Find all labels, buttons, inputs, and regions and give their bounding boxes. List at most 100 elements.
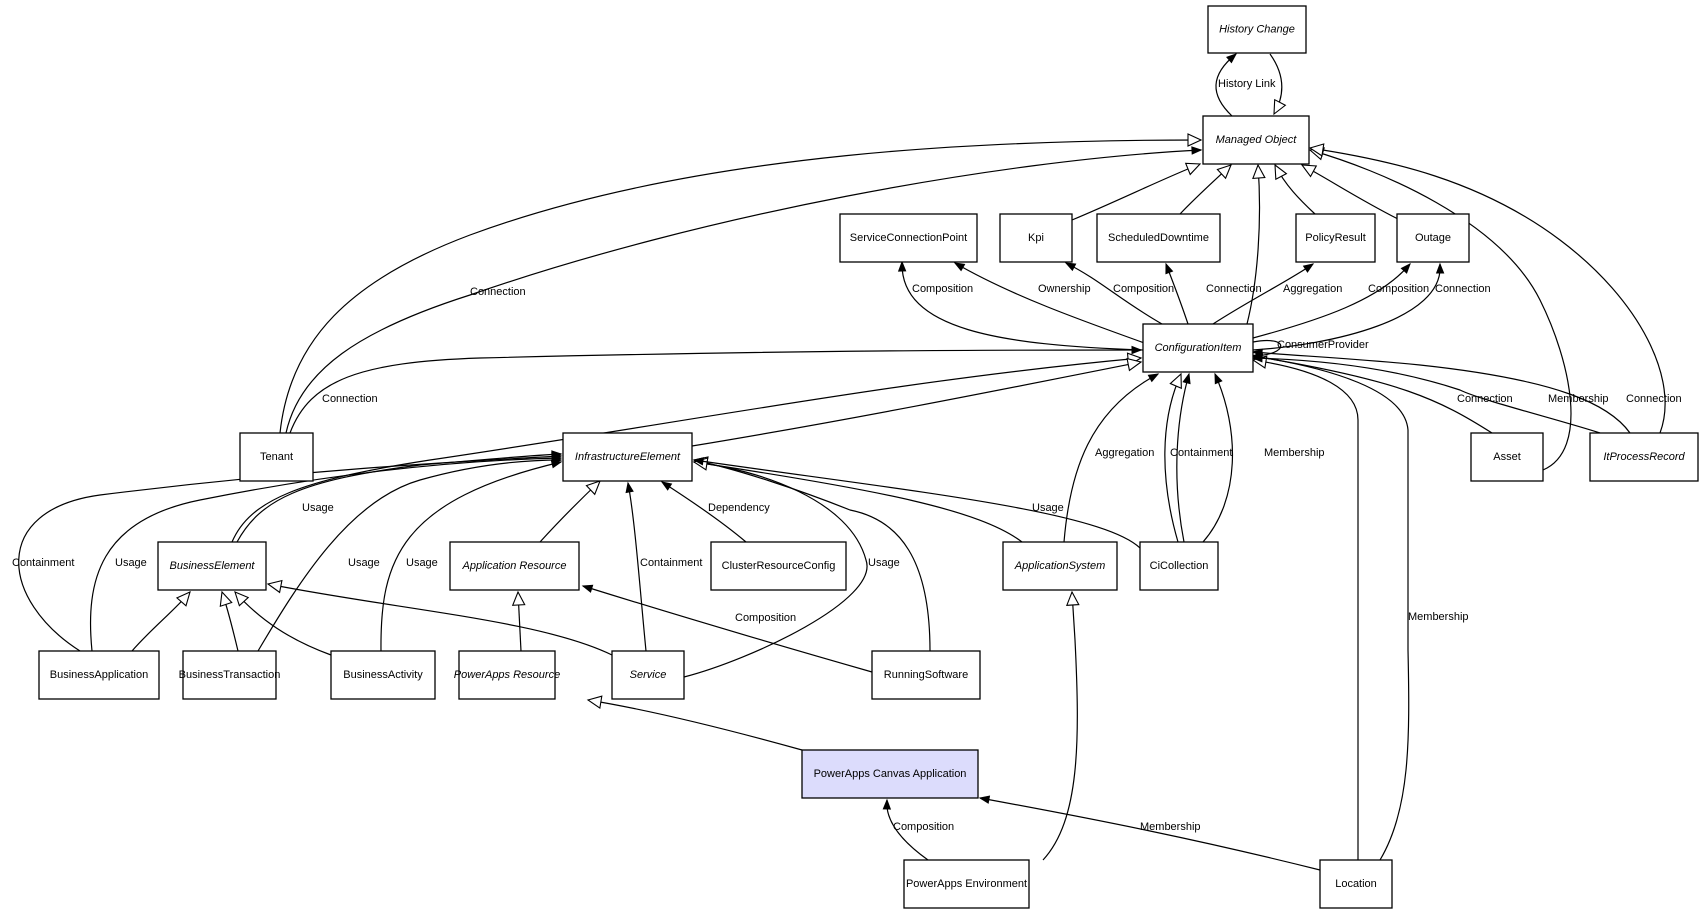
class-name: CiCollection (1150, 560, 1209, 572)
edge-label: Composition (1368, 283, 1429, 295)
edge-line (1301, 164, 1401, 221)
class-node-history[interactable]: History Change (1207, 5, 1307, 54)
generalization-arrowhead-icon (1169, 372, 1182, 390)
class-name: Location (1335, 878, 1377, 890)
edge-line (587, 699, 803, 751)
class-node-be[interactable]: BusinessElement (157, 541, 267, 591)
class-node-tenant[interactable]: Tenant (239, 432, 314, 482)
association-edge-appsys-ci (1063, 373, 1160, 543)
class-name: ItProcessRecord (1603, 451, 1685, 463)
generalization-arrowhead-icon (1216, 164, 1232, 180)
class-node-infra[interactable]: InfrastructureElement (562, 432, 693, 482)
association-arrowhead-icon (1165, 262, 1174, 275)
edge-line (1246, 164, 1261, 325)
association-edge-managed-history (1215, 53, 1238, 117)
class-node-cicoll[interactable]: CiCollection (1139, 541, 1219, 591)
generalization-edge-asset-managed (1308, 147, 1572, 471)
generalization-arrowhead-icon (1252, 163, 1266, 179)
generalization-edge-appres-infra (539, 480, 601, 543)
generalization-edge-ci-managed (1246, 163, 1266, 325)
class-box (38, 650, 160, 700)
edge-label: Containment (1170, 447, 1232, 459)
class-node-itpr[interactable]: ItProcessRecord (1589, 432, 1699, 482)
generalization-edge-sched-managed (1179, 164, 1232, 215)
class-node-scp[interactable]: ServiceConnectionPoint (839, 213, 978, 263)
association-arrowhead-icon (1251, 348, 1263, 358)
class-node-paenv[interactable]: PowerApps Environment (903, 859, 1030, 909)
class-node-bact[interactable]: BusinessActivity (330, 650, 436, 700)
generalization-arrowhead-icon (219, 590, 233, 608)
edge-label: Membership (1264, 447, 1325, 459)
association-arrowhead-icon (1251, 354, 1263, 363)
association-arrowhead-icon (660, 481, 673, 491)
class-node-btx[interactable]: BusinessTransaction (179, 650, 281, 700)
edge-line (582, 585, 873, 673)
class-node-bapp[interactable]: BusinessApplication (38, 650, 160, 700)
class-node-canvas[interactable]: PowerApps Canvas Application (801, 749, 979, 799)
edge-label: Composition (893, 821, 954, 833)
class-name: Tenant (260, 451, 293, 463)
class-node-sched[interactable]: ScheduledDowntime (1096, 213, 1221, 263)
class-box (1295, 213, 1376, 263)
generalization-edge-service-be (266, 579, 613, 656)
generalization-edge-policy-managed (1274, 163, 1316, 215)
edge-label: Connection (1457, 393, 1513, 405)
association-edge-ci-kpi (1064, 262, 1163, 325)
class-node-location[interactable]: Location (1319, 859, 1393, 909)
class-box (801, 749, 979, 799)
generalization-arrowhead-icon (175, 591, 191, 607)
generalization-arrowhead-icon (1187, 133, 1203, 147)
class-node-pares[interactable]: PowerApps Resource (454, 650, 560, 700)
class-name: Managed Object (1216, 134, 1298, 146)
class-name: BusinessActivity (343, 669, 423, 681)
edge-label: Usage (348, 557, 380, 569)
class-node-kpi[interactable]: Kpi (999, 213, 1073, 263)
association-arrowhead-icon (978, 795, 991, 804)
edge-line (979, 797, 1321, 871)
edge-label: Membership (1408, 611, 1469, 623)
association-arrowhead-icon (1191, 146, 1203, 155)
edge-line (1252, 263, 1441, 351)
class-name: ScheduledDowntime (1108, 232, 1209, 244)
association-arrowhead-icon (1400, 262, 1411, 274)
class-node-appres[interactable]: Application Resource (449, 541, 580, 591)
edge-line (1309, 149, 1572, 471)
association-edge-location-canvas (978, 795, 1321, 871)
class-box (611, 650, 685, 700)
edge-line (234, 591, 332, 656)
edge-line (693, 461, 1023, 543)
edge-line (1309, 147, 1666, 434)
class-node-service[interactable]: Service (611, 650, 685, 700)
generalization-edge-btx-be (219, 590, 239, 652)
generalization-edge-location-ci (1251, 355, 1359, 860)
class-name: BusinessElement (170, 560, 256, 572)
class-node-crc[interactable]: ClusterResourceConfig (710, 541, 847, 591)
class-name: PolicyResult (1305, 232, 1366, 244)
class-node-runsw[interactable]: RunningSoftware (871, 650, 981, 700)
class-node-policy[interactable]: PolicyResult (1295, 213, 1376, 263)
class-node-asset[interactable]: Asset (1470, 432, 1544, 482)
association-edge-cicoll-ci (1176, 372, 1191, 543)
class-name: Service (630, 669, 667, 681)
association-edge-itpr-ci (1251, 348, 1631, 434)
class-node-ci[interactable]: ConfigurationItem (1142, 323, 1254, 373)
class-node-outage[interactable]: Outage (1396, 213, 1470, 263)
class-node-managed[interactable]: Managed Object (1202, 115, 1310, 165)
edge-line (1252, 263, 1411, 339)
class-box (999, 213, 1073, 263)
class-box (871, 650, 981, 700)
edge-label: Composition (735, 612, 796, 624)
generalization-edge-itpr-managed (1308, 143, 1666, 434)
edge-line (691, 361, 1142, 447)
association-edge-itpr-ci (1251, 354, 1601, 434)
association-arrowhead-icon (1302, 263, 1315, 273)
association-edge-runsw-appres (581, 584, 873, 673)
class-name: PowerApps Resource (454, 669, 560, 681)
class-node-appsys[interactable]: ApplicationSystem (1002, 541, 1118, 591)
association-edge-tenant-ci (289, 345, 1143, 434)
association-arrowhead-icon (897, 260, 907, 272)
edge-label: History Link (1218, 78, 1276, 90)
class-box (1207, 5, 1307, 54)
generalization-edge-bact-be (234, 591, 332, 656)
